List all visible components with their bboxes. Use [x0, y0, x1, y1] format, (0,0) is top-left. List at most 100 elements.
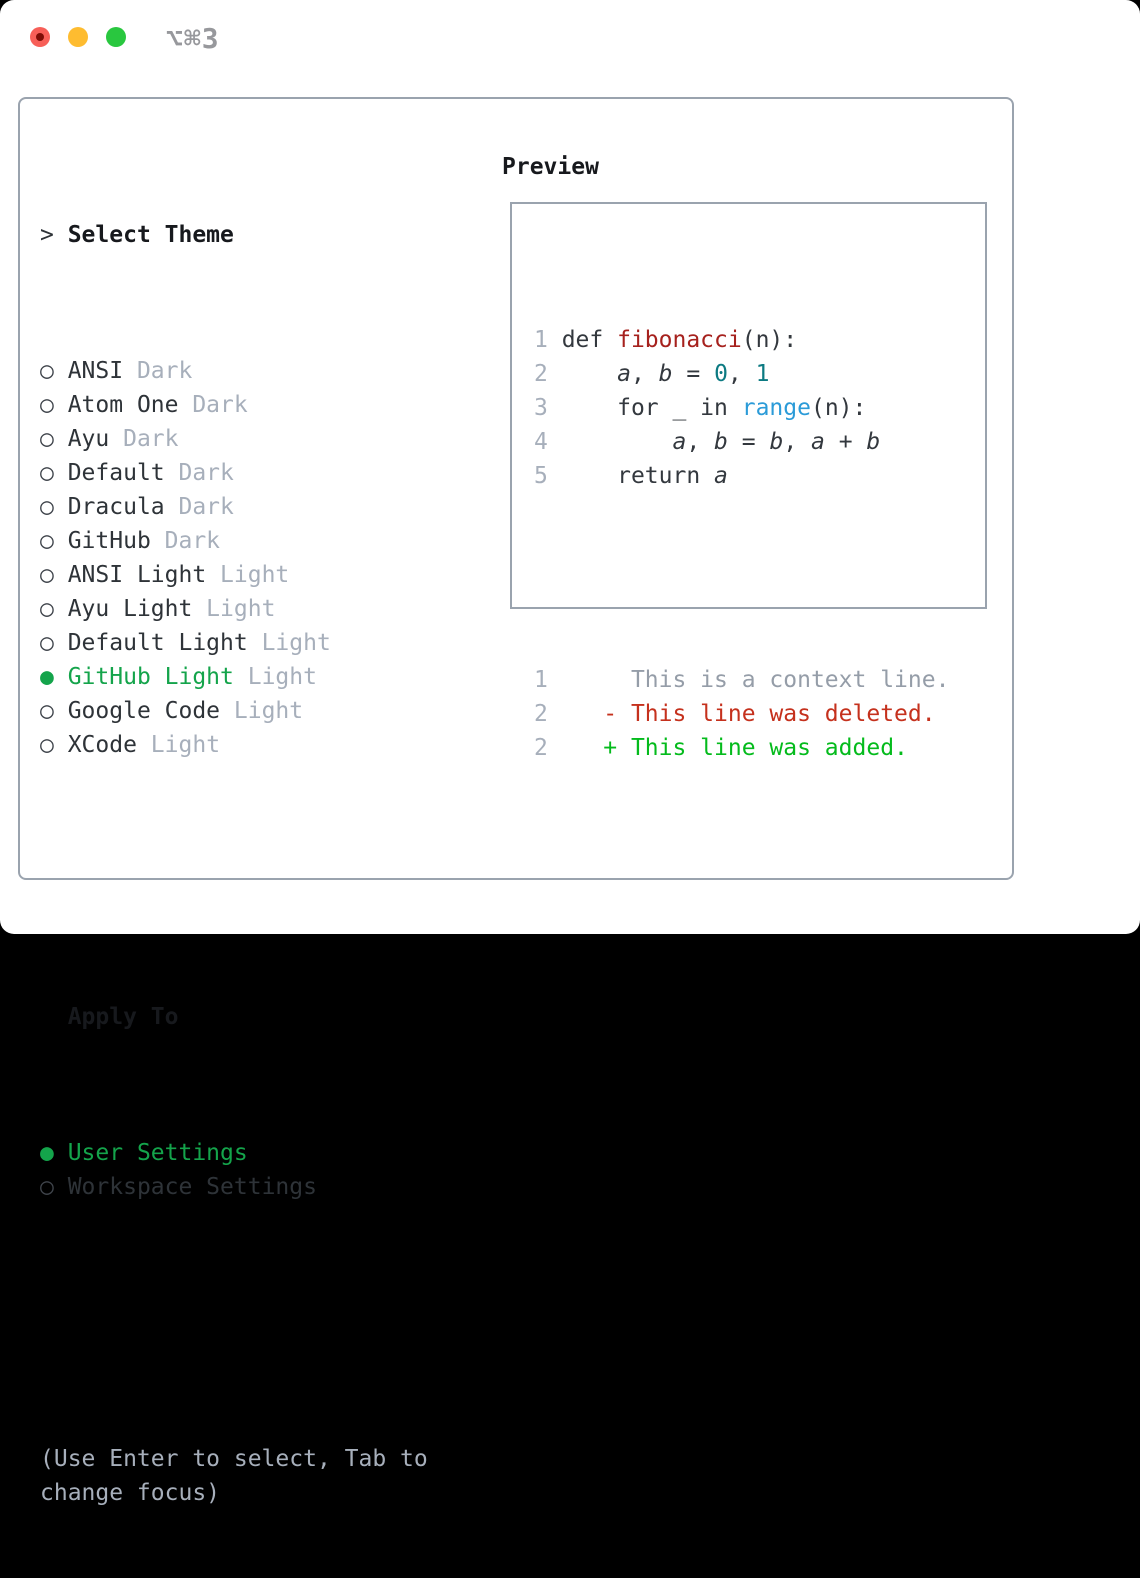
code-token: range: [741, 395, 811, 421]
minimize-button[interactable]: [68, 27, 88, 47]
line-number: 5: [534, 463, 562, 489]
diff-text: - This line was deleted.: [603, 701, 936, 727]
theme-option[interactable]: ○ Ayu Dark: [40, 422, 452, 456]
code-token: b: [714, 429, 728, 455]
line-number: 1: [534, 327, 562, 353]
code-token: a: [714, 463, 728, 489]
theme-name: Google Code: [67, 698, 221, 724]
code-token: a: [672, 429, 687, 455]
code-token: (n):: [741, 327, 798, 353]
code-token: a: [617, 361, 631, 387]
apply-option[interactable]: ● User Settings: [40, 1136, 452, 1170]
line-number: 3: [534, 395, 562, 421]
theme-name: GitHub: [67, 528, 151, 554]
code-token: for _ in: [561, 395, 742, 421]
code-token: +: [824, 429, 867, 455]
code-token: [562, 361, 617, 387]
apply-to-title: Apply To: [67, 1004, 179, 1030]
radio-icon: ○: [40, 596, 68, 622]
code-token: 0: [714, 361, 728, 387]
code-token: b: [658, 361, 673, 387]
code-token: ,: [630, 361, 659, 387]
code-token: a: [811, 429, 825, 455]
zoom-button[interactable]: [106, 27, 126, 47]
code-token: b: [866, 429, 881, 455]
theme-variant: Light: [233, 664, 317, 690]
theme-selector-panel: > Select Theme ○ ANSI Dark○ Atom One Dar…: [18, 97, 1014, 1506]
theme-name: Dracula: [67, 494, 165, 520]
theme-name: Default Light: [67, 630, 248, 656]
theme-option[interactable]: ○ ANSI Light Light: [40, 558, 452, 592]
theme-option[interactable]: ○ ANSI Dark: [40, 354, 452, 388]
help-text: (Use Enter to select, Tab to change focu…: [40, 1446, 428, 1506]
radio-icon: ○: [40, 528, 68, 554]
diff-text: This is a context line.: [603, 667, 950, 693]
code-token: return: [561, 463, 715, 489]
spacer: [40, 864, 452, 898]
theme-option[interactable]: ○ Google Code Light: [40, 694, 452, 728]
select-theme-title: Select Theme: [67, 222, 234, 248]
code-token: fibonacci: [617, 327, 742, 353]
theme-option[interactable]: ○ GitHub Dark: [40, 524, 452, 558]
theme-option[interactable]: ○ Default Dark: [40, 456, 452, 490]
code-token: ,: [686, 429, 715, 455]
code-line: 4 a, b = b, a + b: [534, 425, 949, 459]
theme-option[interactable]: ○ XCode Light: [40, 728, 452, 762]
theme-variant: Light: [136, 732, 221, 758]
theme-variant: Light: [247, 630, 331, 656]
diff-line: 2 + This line was added.: [534, 731, 949, 765]
code-line: 1 def fibonacci(n):: [534, 323, 949, 357]
line-number: 2: [534, 361, 562, 387]
theme-variant: Dark: [109, 426, 179, 452]
window-shortcut-label: ⌥⌘3: [166, 22, 220, 55]
radio-icon: ○: [40, 392, 68, 418]
code-token: 1: [755, 361, 770, 387]
code-token: =: [727, 429, 770, 455]
radio-icon: ●: [40, 664, 68, 690]
select-theme-header: > Select Theme: [40, 218, 452, 252]
theme-name: Ayu Light: [67, 596, 193, 622]
theme-option[interactable]: ○ Default Light Light: [40, 626, 452, 660]
radio-icon: ○: [40, 494, 68, 520]
code-token: =: [672, 361, 715, 387]
theme-variant: Light: [192, 596, 276, 622]
code-token: (n):: [810, 395, 867, 421]
code-token: ,: [727, 361, 756, 387]
theme-option[interactable]: ○ Atom One Dark: [40, 388, 452, 422]
theme-option[interactable]: ○ Ayu Light Light: [40, 592, 452, 626]
radio-icon: ○: [40, 358, 68, 384]
apply-option-label: Workspace Settings: [67, 1174, 317, 1200]
line-number: 2: [534, 701, 604, 727]
theme-name: ANSI Light: [67, 562, 207, 588]
code-token: b: [769, 429, 784, 455]
radio-icon: ○: [40, 630, 68, 656]
indent: [40, 1004, 68, 1030]
apply-option-label: User Settings: [67, 1140, 248, 1166]
theme-option[interactable]: ○ Dracula Dark: [40, 490, 452, 524]
code-token: def: [561, 327, 618, 353]
apply-option[interactable]: ○ Workspace Settings: [40, 1170, 452, 1204]
apply-to-header: Apply To: [40, 1000, 452, 1034]
line-number: 2: [534, 735, 604, 761]
code-line: 2 a, b = 0, 1: [534, 357, 949, 391]
spacer: [40, 1306, 452, 1340]
theme-variant: Dark: [123, 358, 193, 384]
radio-icon: ○: [40, 698, 68, 724]
theme-variant: Dark: [150, 528, 221, 554]
theme-option[interactable]: ● GitHub Light Light: [40, 660, 452, 694]
diff-lines: 1 This is a context line.2 - This line w…: [534, 663, 949, 765]
code-token: [562, 429, 673, 455]
code-gap: [534, 561, 949, 595]
theme-variant: Dark: [178, 392, 248, 418]
theme-name: Default: [67, 460, 165, 486]
theme-name: Ayu: [67, 426, 110, 452]
diff-line: 1 This is a context line.: [534, 663, 949, 697]
diff-line: 2 - This line was deleted.: [534, 697, 949, 731]
line-number: 1: [534, 667, 604, 693]
theme-name: ANSI: [67, 358, 124, 384]
close-button[interactable]: [30, 27, 50, 47]
theme-variant: Light: [206, 562, 290, 588]
